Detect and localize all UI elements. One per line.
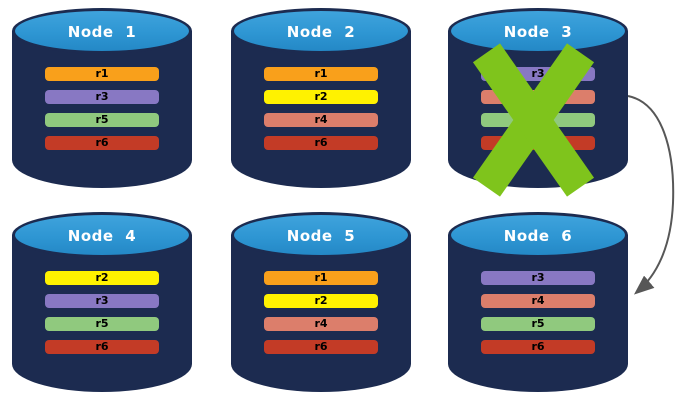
node-2: Node 2 r1 r2 r4 r6 — [231, 8, 411, 188]
replica-row: r1 — [264, 67, 378, 81]
replica-row: r3 — [45, 90, 159, 104]
replica-row: r5 — [481, 317, 595, 331]
replica-row-label: r6 — [95, 136, 109, 149]
node-title: Node 2 — [286, 23, 356, 41]
replica-row-label: r3 — [95, 294, 109, 307]
replica-row: r2 — [45, 271, 159, 285]
node-title: Node 4 — [67, 227, 137, 245]
node-title: Node 1 — [67, 23, 137, 41]
node-title: Node 3 — [503, 23, 573, 41]
replica-row-label: r3 — [531, 67, 545, 80]
replica-row-label: r1 — [314, 67, 328, 80]
replica-row: r5 — [45, 113, 159, 127]
replica-rows: r1 r3 r5 r6 — [45, 67, 159, 159]
cylinder-top: Node 2 — [231, 8, 411, 54]
cylinder-top: Node 4 — [12, 212, 192, 258]
replica-row-label: r3 — [95, 90, 109, 103]
cylinder-top: Node 1 — [12, 8, 192, 54]
replica-row: r4 — [264, 317, 378, 331]
replica-row-label: r6 — [314, 136, 328, 149]
node-6: Node 6 r3 r4 r5 r6 — [448, 212, 628, 392]
replica-row: r5 — [45, 317, 159, 331]
node-4: Node 4 r2 r3 r5 r6 — [12, 212, 192, 392]
replica-row: r6 — [264, 136, 378, 150]
cylinder-body — [231, 31, 411, 188]
replica-row-label: r6 — [314, 340, 328, 353]
replica-row: r3 — [481, 271, 595, 285]
node-1: Node 1 r1 r3 r5 r6 — [12, 8, 192, 188]
replica-row: r6 — [45, 340, 159, 354]
replica-row-label: r5 — [531, 317, 545, 330]
cylinder-body — [12, 31, 192, 188]
replica-row-label: r3 — [531, 271, 545, 284]
replica-row-label: r2 — [314, 294, 328, 307]
replica-row-label: r4 — [531, 294, 545, 307]
replica-row-label: r5 — [95, 317, 109, 330]
replica-row: r2 — [264, 90, 378, 104]
cylinder-body — [448, 235, 628, 392]
node-title: Node 5 — [286, 227, 356, 245]
replica-row: r2 — [264, 294, 378, 308]
cylinder-top: Node 6 — [448, 212, 628, 258]
node-5: Node 5 r1 r2 r4 r6 — [231, 212, 411, 392]
replica-row-label: r1 — [95, 67, 109, 80]
replica-row: r1 — [45, 67, 159, 81]
replica-rows: r1 r2 r4 r6 — [264, 67, 378, 159]
replica-row: r4 — [264, 113, 378, 127]
replica-row-label: r4 — [314, 113, 328, 126]
replica-rows: r1 r2 r4 r6 — [264, 271, 378, 363]
replica-row-label: r4 — [314, 317, 328, 330]
cylinder-body — [231, 235, 411, 392]
node-3: Node 3 r3 — [448, 8, 628, 197]
replica-row: r6 — [481, 340, 595, 354]
cylinder-top: Node 5 — [231, 212, 411, 258]
failure-x-icon — [472, 43, 595, 197]
replica-row: r3 — [45, 294, 159, 308]
replica-row: r4 — [481, 294, 595, 308]
replica-row: r6 — [45, 136, 159, 150]
cylinder-body — [12, 235, 192, 392]
node-title: Node 6 — [503, 227, 573, 245]
replica-row: r6 — [264, 340, 378, 354]
replica-row-label: r1 — [314, 271, 328, 284]
replica-rows: r2 r3 r5 r6 — [45, 271, 159, 363]
replica-rows: r3 r4 r5 r6 — [481, 271, 595, 363]
replica-row-label: r6 — [531, 340, 545, 353]
replica-row-label: r5 — [95, 113, 109, 126]
replica-row-label: r6 — [95, 340, 109, 353]
replica-row-label: r2 — [95, 271, 109, 284]
cylinder-top: Node 3 — [448, 8, 628, 54]
replica-row-label: r2 — [314, 90, 328, 103]
replica-row: r1 — [264, 271, 378, 285]
